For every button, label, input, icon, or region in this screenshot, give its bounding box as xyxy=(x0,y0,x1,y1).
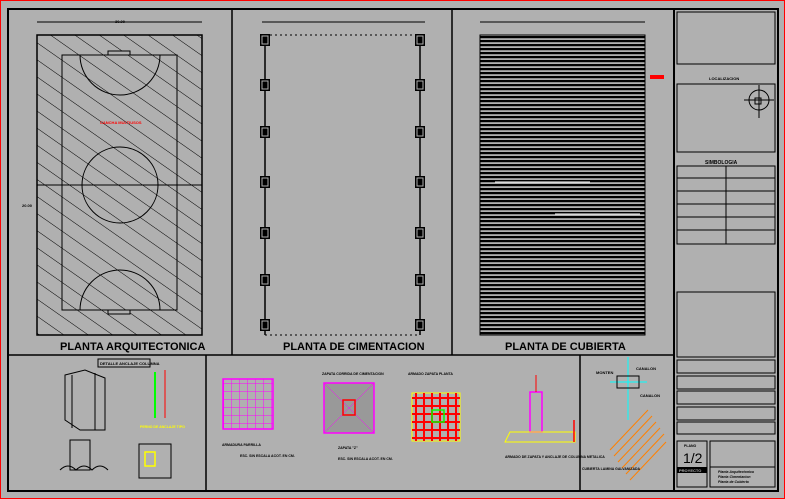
mesh-detail: ARMADURA PARRILLA ESC. SIN ESCALA ACOT. … xyxy=(222,378,295,458)
svg-text:ESC. SIN ESCALA ACOT. EN CM.: ESC. SIN ESCALA ACOT. EN CM. xyxy=(240,454,295,458)
footing-pad-inner xyxy=(261,177,269,187)
svg-text:Planta de Cubierta: Planta de Cubierta xyxy=(718,480,749,484)
svg-text:ESC. SIN ESCALA ACOT. EN CM.: ESC. SIN ESCALA ACOT. EN CM. xyxy=(338,457,393,461)
footing-pad-inner xyxy=(261,127,269,137)
footing-pad-inner xyxy=(416,35,424,45)
foundation-plan: PLANTA DE CIMENTACION xyxy=(260,21,425,353)
footing-pad-inner xyxy=(261,80,269,90)
svg-text:PROYECTO: PROYECTO xyxy=(679,468,701,473)
legend-title: SIMBOLOGIA xyxy=(705,160,738,166)
title-architectural: PLANTA ARQUITECTONICA xyxy=(60,341,205,353)
footing-pad-inner xyxy=(261,320,269,330)
sheet-number: 1/2 xyxy=(683,450,703,466)
footing-pad-inner xyxy=(416,80,424,90)
svg-text:20.00: 20.00 xyxy=(22,203,33,208)
footing-pad-inner xyxy=(416,275,424,285)
svg-text:CANALON: CANALON xyxy=(640,393,660,398)
svg-text:ARMADURA PARRILLA: ARMADURA PARRILLA xyxy=(222,443,261,447)
title-foundation: PLANTA DE CIMENTACION xyxy=(283,341,425,353)
title-roof: PLANTA DE CUBIERTA xyxy=(505,341,626,353)
footing-pad-inner xyxy=(261,275,269,285)
footing-pad xyxy=(415,79,425,91)
monten-detail: MONTEN CANALON CANALON CUBIERTA LAMINA G… xyxy=(582,357,667,481)
column-anchor-detail: DETALLE ANCLAJE COLUMNA PERNO DE ANCLAJE… xyxy=(59,358,185,479)
svg-text:CUBIERTA LAMINA GALVANIZADA: CUBIERTA LAMINA GALVANIZADA xyxy=(582,467,641,471)
footing-detail: ZAPATA CORRIDA DE CIMENTACION ZAPATA "Z"… xyxy=(322,372,393,461)
roof-plan: PLANTA DE CUBIERTA xyxy=(479,21,664,353)
footing-pad xyxy=(415,34,425,46)
svg-text:PERNO DE ANCLAJE TIPO: PERNO DE ANCLAJE TIPO xyxy=(140,425,185,429)
svg-text:ARMADO DE ZAPATA Y ANCLAJE DE: ARMADO DE ZAPATA Y ANCLAJE DE COLUMNA ME… xyxy=(505,455,605,459)
drawing-frame xyxy=(7,8,779,492)
footing-pad xyxy=(260,319,270,331)
footing-pad-inner xyxy=(416,127,424,137)
svg-text:ZAPATA CORRIDA DE CIMENTACION: ZAPATA CORRIDA DE CIMENTACION xyxy=(322,372,384,376)
svg-text:MONTEN: MONTEN xyxy=(596,370,613,375)
svg-text:PLANO: PLANO xyxy=(684,444,697,448)
footing-pad-inner xyxy=(261,35,269,45)
footing-pad-inner xyxy=(261,228,269,238)
footing-section: ARMADO DE ZAPATA Y ANCLAJE DE COLUMNA ME… xyxy=(504,375,605,459)
footing-pad xyxy=(415,274,425,286)
svg-text:Planta Arquitectonica: Planta Arquitectonica xyxy=(718,470,754,474)
footing-pad xyxy=(415,227,425,239)
architectural-plan: 30.00 CANCHA MULTIUSOS 20.00 PLANTA ARQU… xyxy=(22,19,205,353)
footing-pad xyxy=(260,79,270,91)
footing-pad xyxy=(260,126,270,138)
svg-text:CANALON: CANALON xyxy=(636,366,656,371)
svg-text:DETALLE ANCLAJE COLUMNA: DETALLE ANCLAJE COLUMNA xyxy=(100,361,160,366)
title-block: LOCALIZACION SIMBOLOGIA PLANO 1/2 PROYEC… xyxy=(676,11,776,488)
footing-pad-inner xyxy=(416,177,424,187)
svg-text:ZAPATA "Z": ZAPATA "Z" xyxy=(338,446,358,450)
footing-pad-inner xyxy=(416,320,424,330)
svg-text:ARMADO ZAPATA PLANTA: ARMADO ZAPATA PLANTA xyxy=(408,372,453,376)
footing-pad xyxy=(260,227,270,239)
footing-pad xyxy=(260,34,270,46)
footing-pad xyxy=(415,176,425,188)
svg-text:Planta Cimentacion: Planta Cimentacion xyxy=(718,475,750,479)
footing-pad-inner xyxy=(416,228,424,238)
footing-pad xyxy=(415,319,425,331)
rebar-plan: ARMADO ZAPATA PLANTA xyxy=(408,372,461,442)
footing-pad xyxy=(260,176,270,188)
footing-pad xyxy=(260,274,270,286)
svg-text:LOCALIZACION: LOCALIZACION xyxy=(709,76,739,81)
svg-text:CANCHA MULTIUSOS: CANCHA MULTIUSOS xyxy=(100,120,142,125)
dimension-label: 30.00 xyxy=(115,19,126,24)
footing-pad xyxy=(415,126,425,138)
